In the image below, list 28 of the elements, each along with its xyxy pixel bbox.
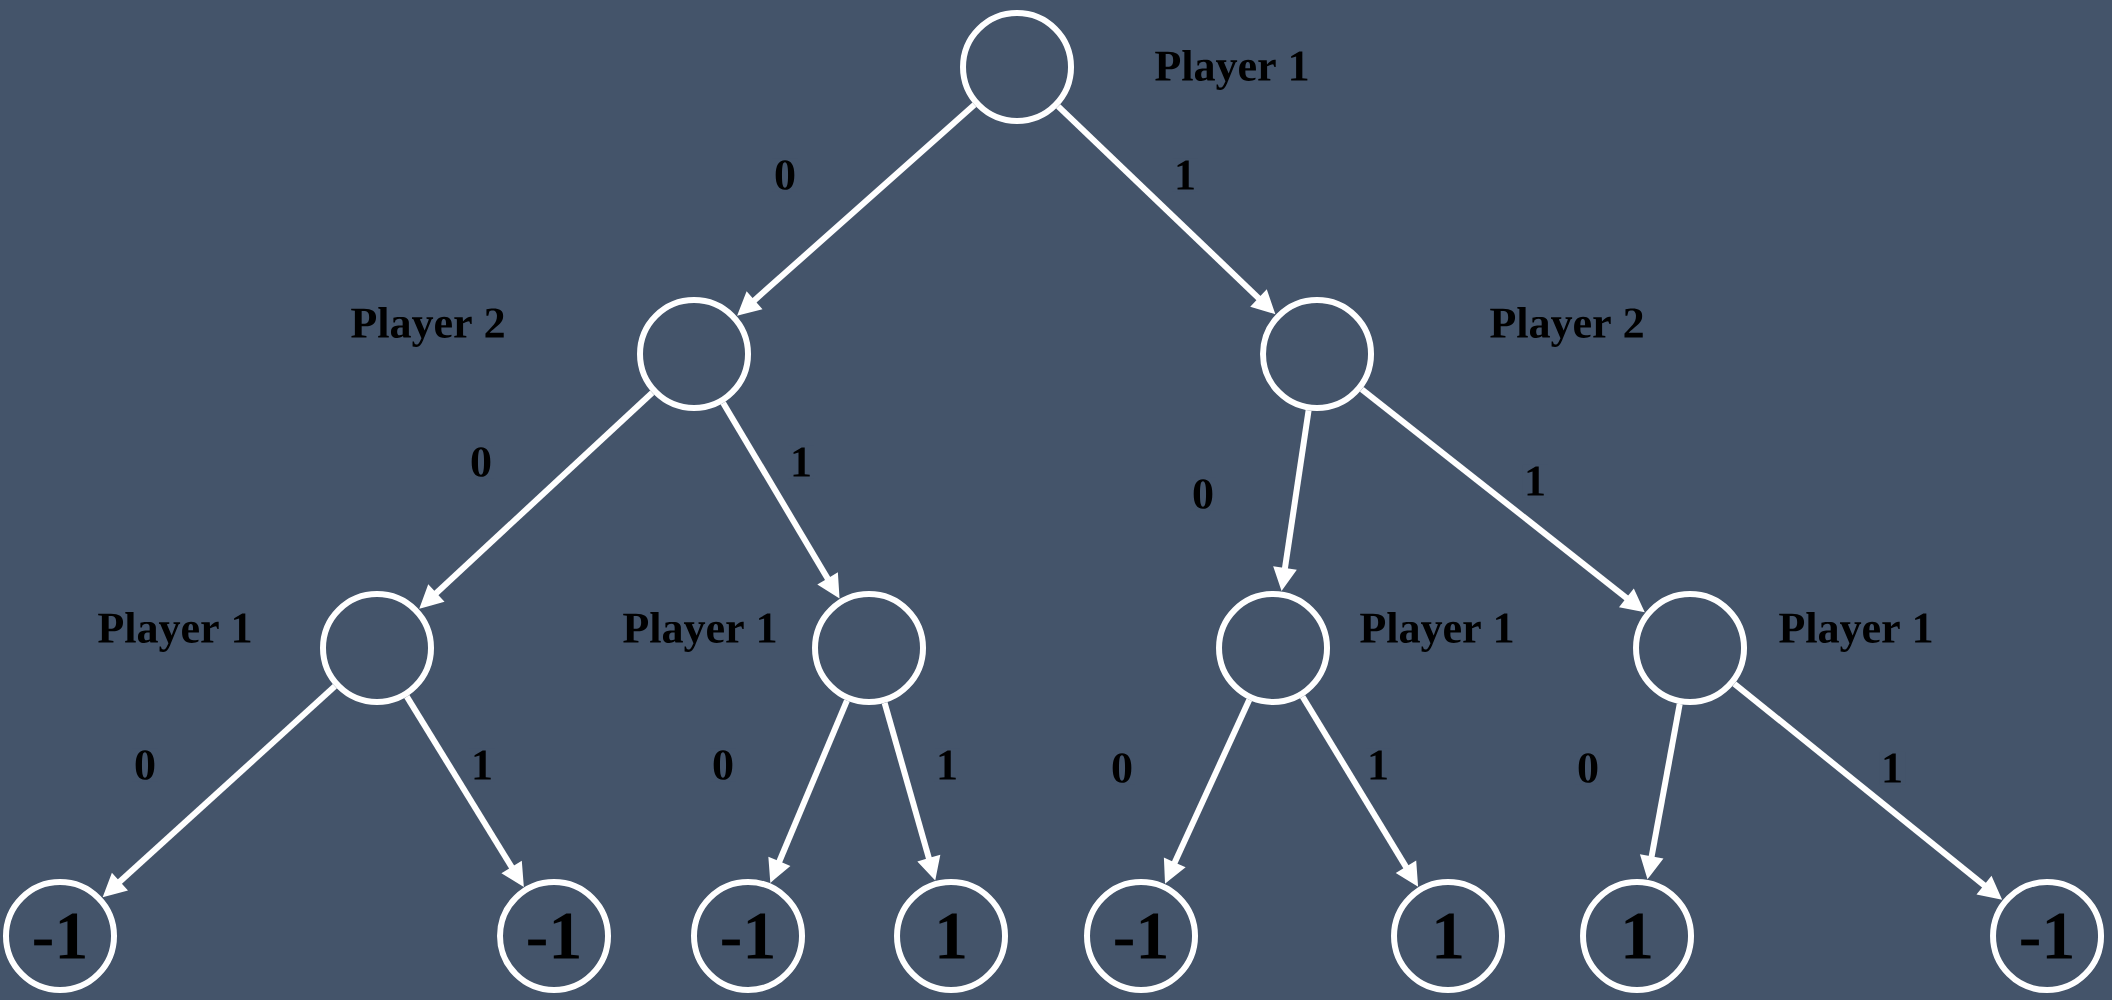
state-circle	[960, 10, 1074, 124]
state-circle	[320, 591, 434, 705]
player-label: Player 1	[1360, 612, 1513, 653]
edge-label: 1	[1527, 466, 1544, 496]
edge-label: 1	[1884, 753, 1901, 783]
edge-label: 0	[471, 447, 491, 477]
player-label: Player 2	[351, 307, 504, 347]
edge-label: 1	[474, 750, 491, 780]
player-label: Player 1	[623, 612, 776, 653]
edge-label: 1	[939, 750, 956, 780]
edge-label: 0	[775, 160, 795, 190]
edge-label: 0	[1193, 479, 1213, 509]
state-circle	[812, 591, 926, 705]
edge-label: 0	[1112, 753, 1132, 783]
state-circle	[1633, 591, 1748, 705]
player-label: Player 1	[98, 612, 251, 653]
edge-label: 0	[135, 750, 155, 780]
state-circle	[1216, 591, 1331, 705]
player-label: Player 1	[1779, 612, 1932, 653]
player-label: Player 2	[1490, 307, 1643, 347]
edge-label: 1	[793, 447, 810, 477]
edge-label: 0	[1578, 753, 1598, 783]
player-label: Player 1	[1155, 50, 1308, 90]
edge-label: 1	[1370, 750, 1387, 780]
state-circle	[637, 297, 751, 411]
state-circle	[1260, 297, 1375, 411]
edge-label: 0	[713, 750, 733, 780]
edge-label: 1	[1177, 160, 1194, 190]
